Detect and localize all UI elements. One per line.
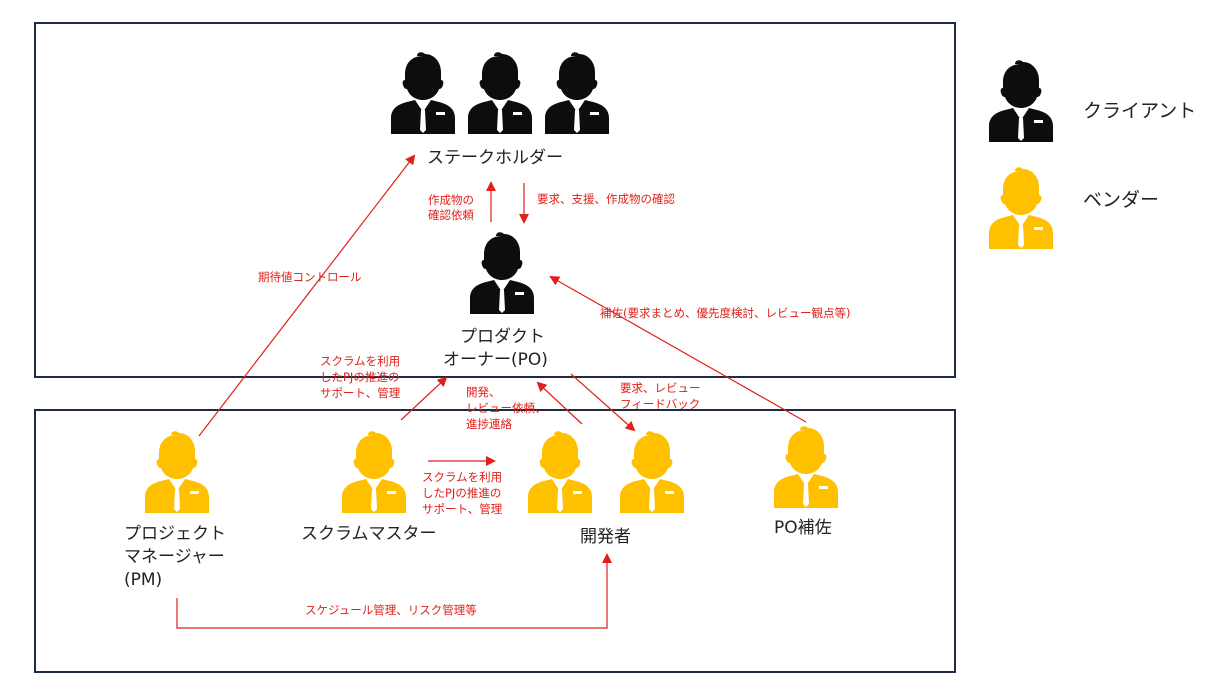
- pm-label-line2: マネージャー: [124, 547, 225, 567]
- note-sm-dev-line3: サポート、管理: [422, 502, 503, 516]
- legend-vendor-label: ベンダー: [1083, 189, 1160, 211]
- note-po-assist-items: 補佐(要求まとめ、優先度検討、レビュー観点等): [600, 306, 851, 320]
- note-sm-po-line3: サポート、管理: [320, 386, 401, 400]
- stakeholder-label: ステークホルダー: [427, 148, 563, 168]
- note-confirm-line2: 確認依頼: [428, 208, 474, 222]
- product-owner-person-icon: [468, 230, 536, 318]
- note-confirm-line1: 作成物の: [428, 193, 474, 207]
- legend-client-label: クライアント: [1083, 100, 1197, 122]
- note-dev-po-line2: レビュー依頼、: [466, 401, 547, 415]
- legend-vendor-person-icon: [987, 165, 1055, 253]
- developer-person-icon: [526, 429, 594, 517]
- arrow-dev-to-po: [536, 381, 583, 425]
- project-manager-person-icon: [143, 429, 211, 517]
- note-schedule: スケジュール管理、リスク管理等: [305, 603, 477, 617]
- note-po-dev-line2: フィードバック: [620, 397, 701, 411]
- arrow-pm-to-dev: [176, 553, 612, 629]
- pm-label-line1: プロジェクト: [124, 524, 226, 544]
- developers-label: 開発者: [580, 527, 631, 547]
- note-dev-po-line3: 進捗連絡: [466, 417, 512, 431]
- stakeholder-person-icon: [389, 50, 457, 138]
- pm-label-line3: (PM): [124, 570, 163, 590]
- note-dev-po-line1: 開発、: [466, 385, 501, 399]
- note-po-dev-line1: 要求、レビュー: [620, 381, 701, 395]
- arrow-pm-to-stakeholder: [198, 154, 416, 437]
- arrow-sm-to-po: [400, 376, 448, 421]
- note-sm-dev-line2: したPJの推進の: [422, 486, 502, 500]
- note-sm-dev-line1: スクラムを利用: [422, 470, 503, 484]
- vendor-area-box: [34, 409, 956, 673]
- developer-person-icon: [618, 429, 686, 517]
- stakeholder-person-icon: [466, 50, 534, 138]
- note-request-support: 要求、支援、作成物の確認: [537, 192, 675, 206]
- note-sm-po-line1: スクラムを利用: [320, 354, 401, 368]
- client-area-box: [34, 22, 956, 378]
- note-sm-po-line2: したPJの推進の: [320, 370, 400, 384]
- scrum-master-label: スクラムマスター: [301, 524, 437, 544]
- stakeholder-person-icon: [543, 50, 611, 138]
- arrow-po-to-dev: [570, 373, 636, 432]
- po-label-line1: プロダクト: [460, 327, 545, 347]
- po-label-line2: オーナー(PO): [443, 350, 548, 370]
- note-expectation: 期待値コントロール: [258, 270, 362, 284]
- scrum-master-person-icon: [340, 429, 408, 517]
- po-assist-person-icon: [772, 424, 840, 512]
- legend-client-person-icon: [987, 58, 1055, 146]
- arrow-poassist-to-po: [549, 276, 807, 423]
- po-assist-label: PO補佐: [774, 518, 832, 538]
